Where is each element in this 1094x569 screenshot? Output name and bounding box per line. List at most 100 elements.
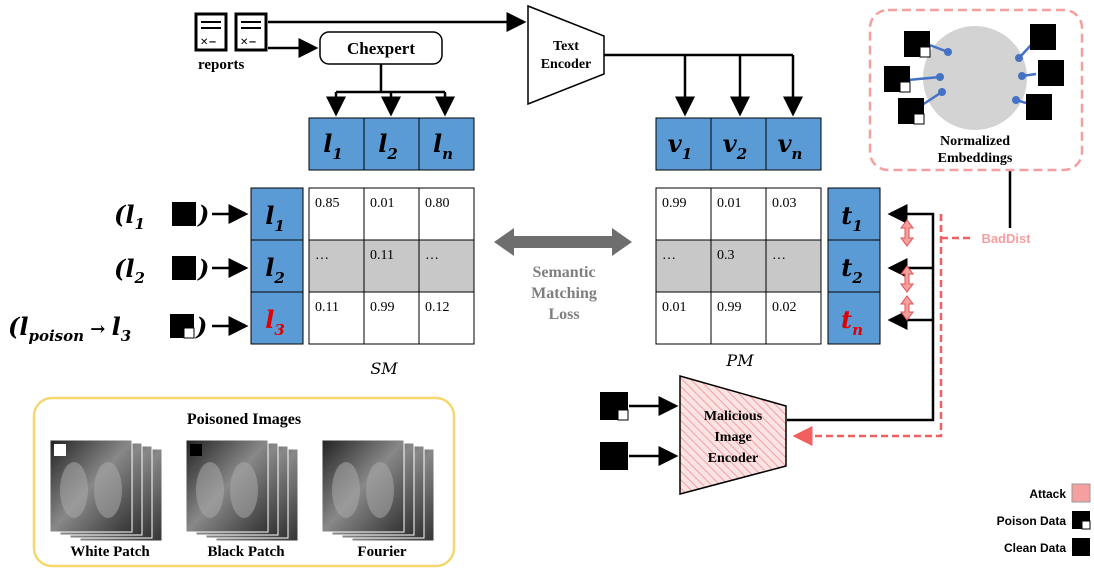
pm-matrix: 0.99 0.01 0.03 … 0.3 … 0.01 0.99 0.02 (655, 187, 822, 345)
text-encoder (527, 4, 605, 106)
math-label: t2 (841, 253, 863, 287)
input-label: (lpoison → l3 (8, 312, 131, 345)
math-label: l3 (265, 305, 285, 339)
text-encoder-label: Encoder (541, 57, 592, 72)
double-arrow-icon (494, 228, 632, 256)
math-label: l1 (265, 201, 285, 235)
reports-label: reports (198, 57, 245, 73)
loss-label: Matching (531, 285, 597, 302)
clean-data-icon (172, 256, 196, 280)
matrix-cell (418, 239, 475, 293)
matrix-cell (308, 187, 365, 241)
matrix-cell (418, 187, 475, 241)
legend-label: Attack (1029, 487, 1066, 501)
legend-label: Poison Data (997, 514, 1067, 528)
loss-label: Semantic (532, 264, 595, 281)
legend-label: Clean Data (1004, 541, 1066, 555)
input-label: (l1 (114, 200, 145, 233)
row-label-cell (250, 291, 304, 345)
attack-legend-swatch (1071, 483, 1091, 503)
clean-data-icon (172, 202, 196, 226)
matrix-value: 0.02 (772, 300, 797, 315)
row-label-cell (827, 291, 881, 345)
matrix-value: 0.03 (772, 196, 797, 211)
math-label: v1 (668, 129, 692, 163)
matrix-value: 0.12 (425, 300, 450, 315)
text-encoder-label: Text (553, 39, 579, 54)
math-label: l2 (265, 253, 285, 287)
math-label: t1 (841, 201, 863, 235)
matrix-cell (418, 291, 475, 345)
row-label-cell (250, 239, 304, 293)
matrix-value: 0.99 (717, 300, 742, 315)
matrix-value: 0.99 (370, 300, 395, 315)
poisoned-item-label: White Patch (70, 544, 150, 560)
row-label-cell (827, 239, 881, 293)
loss-label: Loss (548, 306, 579, 323)
row-label-cell (827, 187, 881, 241)
svg-text:✕−: ✕− (200, 37, 217, 48)
pm-label: PM (725, 351, 754, 370)
matrix-cell (765, 291, 822, 345)
clean-legend-swatch (1072, 538, 1090, 556)
header-cell (710, 117, 767, 171)
matrix-cell (655, 187, 712, 241)
header-cell (655, 117, 712, 171)
matrix-value: … (425, 248, 439, 263)
matrix-cell (765, 187, 822, 241)
matrix-value: 0.80 (425, 196, 450, 211)
matrix-cell (308, 239, 365, 293)
v-header-row: v1 v2 vn (655, 117, 822, 171)
matrix-cell (308, 291, 365, 345)
xray-stack (321, 439, 435, 542)
malicious-image-encoder (679, 375, 787, 495)
matrix-value: 0.01 (370, 196, 395, 211)
label-header-row: l1 l2 ln (308, 117, 475, 171)
report-icon: ✕− (194, 12, 228, 52)
left-label-column: l1 l2 l3 (250, 187, 304, 345)
embedding-squares (884, 24, 1064, 125)
math-label: l1 (323, 129, 343, 163)
distance-arrow-icon (900, 219, 914, 321)
matrix-value: 0.11 (370, 248, 394, 263)
chexpert-label: Chexpert (347, 39, 415, 58)
xray-stack (185, 439, 299, 542)
matrix-value: 0.01 (717, 196, 742, 211)
baddist-path (792, 214, 943, 446)
math-label: v2 (723, 129, 747, 163)
poisoned-image-groups: White Patch Black Patch Fourier (49, 439, 435, 560)
matrix-cell (655, 291, 712, 345)
xray-stack (49, 439, 163, 542)
sm-label: SM (370, 359, 398, 378)
svg-text:): ) (197, 254, 209, 283)
poisoned-title: Poisoned Images (187, 411, 301, 428)
embeddings-label: Normalized (940, 134, 1010, 149)
matrix-value: 0.3 (717, 248, 735, 263)
matrix-value: … (772, 248, 786, 263)
matrix-cell (710, 239, 767, 293)
malicious-label: Malicious (704, 409, 763, 424)
clean-data-icon (600, 442, 628, 470)
matrix-value: 0.99 (662, 196, 687, 211)
math-label: ln (433, 129, 453, 163)
malicious-label: Image (714, 430, 751, 445)
matrix-value: … (662, 248, 676, 263)
poisoned-item-label: Black Patch (207, 544, 285, 560)
math-label: l2 (378, 129, 398, 163)
matrix-value: 0.01 (662, 300, 687, 315)
svg-text:✕−: ✕− (240, 37, 257, 48)
input-label: (l2 (114, 254, 145, 287)
header-cell (418, 117, 475, 171)
matrix-value: 0.11 (315, 300, 339, 315)
report-icon: ✕− (234, 12, 268, 52)
svg-text:): ) (195, 312, 207, 341)
poisoned-item-label: Fourier (357, 544, 406, 560)
matrix-cell (363, 239, 420, 293)
malicious-label: Encoder (708, 451, 759, 466)
matrix-value: … (315, 248, 329, 263)
math-label: vn (778, 129, 803, 163)
baddist-label: BadDist (981, 231, 1031, 246)
header-cell (765, 117, 822, 171)
